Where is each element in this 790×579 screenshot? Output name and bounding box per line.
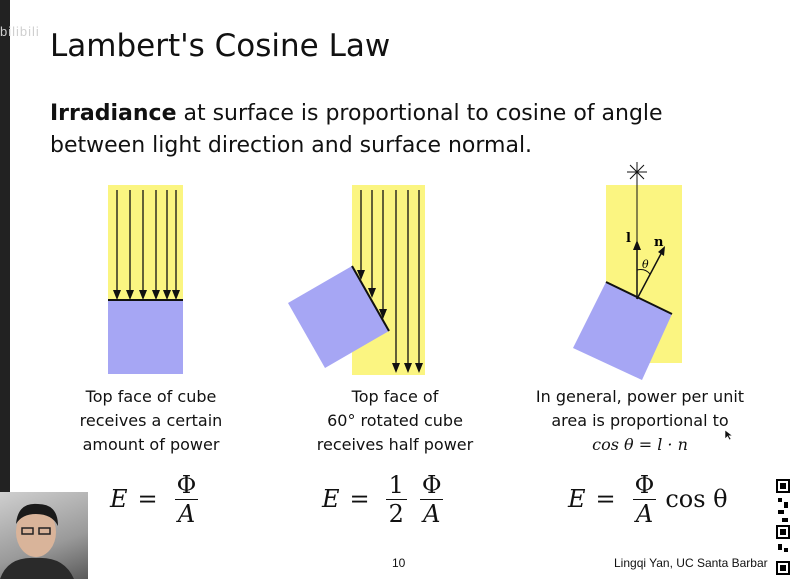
angle-arc [636,269,651,275]
left-edge-bar [0,0,10,579]
caption-panel-2: Top face of 60° rotated cube receives ha… [316,387,474,454]
caption-panel-3: In general, power per unit area is propo… [525,385,755,457]
cube-top-edge [351,265,390,332]
cube-face [288,266,389,368]
normal-vector-n [636,249,664,300]
qr-code-icon [776,478,790,578]
caption-panel-1: Top face of cube receives a certain amou… [79,387,223,454]
diagram-cube-straight [108,185,183,374]
cube-face [573,282,672,380]
label-n: n [654,235,664,250]
cosine-term: cos θ [665,485,728,513]
subtitle-bold: Irradiance [50,101,177,126]
formula-panel-1: E = Φ A [110,466,205,532]
slide-subtitle: Irradiance at surface is proportional to… [50,98,750,162]
cosine-identity: cos θ = l · n [592,435,688,454]
light-source-icon [627,162,647,182]
formula-panel-2: E = 1 2 Φ A [322,466,451,532]
label-l: l [626,231,631,246]
fraction: Φ A [420,470,444,528]
fraction-half: 1 2 [385,471,407,528]
light-beam [108,185,183,300]
subtitle-text: at surface is proportional to cosine of … [50,101,663,158]
fraction: Φ A [174,470,199,528]
author-credit: Lingqi Yan, UC Santa Barbar [614,556,768,570]
light-beam [352,185,425,375]
presenter-webcam [0,492,88,579]
fraction: Φ A [632,470,657,528]
cube-face [108,300,183,374]
label-theta: θ [642,258,649,271]
mouse-cursor-icon [724,429,734,441]
cube-top-edge [605,281,673,315]
formula-panel-3: E = Φ A cos θ [568,470,728,528]
presenter-avatar-icon [0,503,74,579]
bilibili-watermark: bilibili [0,24,40,39]
slide-title: Lambert's Cosine Law [50,28,391,64]
diagram-general-angle: l n θ [573,162,682,380]
diagram-cube-rotated [288,185,425,375]
page-number: 10 [392,556,406,570]
